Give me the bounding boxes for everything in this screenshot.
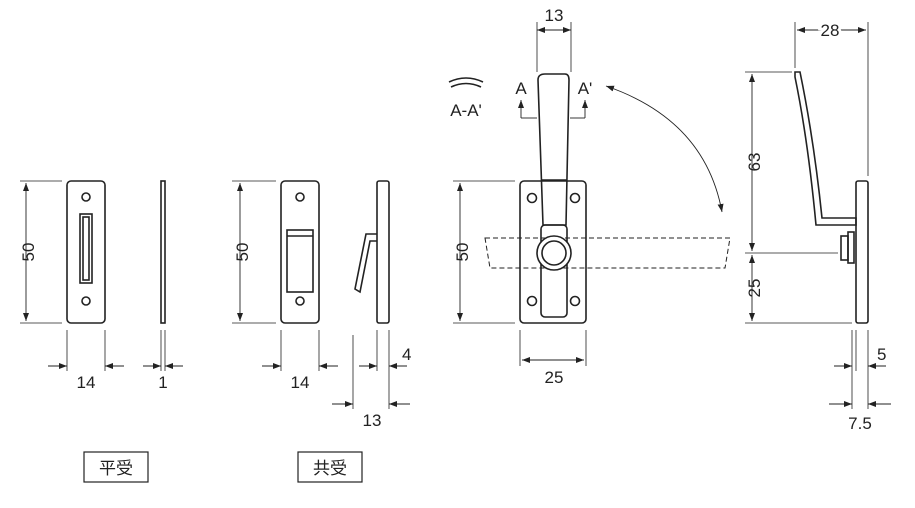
side-depth-value: 28: [821, 21, 840, 40]
screw-hole: [569, 295, 581, 307]
section-aa-profile: A-A': [448, 77, 484, 120]
lower-length-value: 25: [745, 279, 764, 298]
common-depth-value: 13: [363, 411, 382, 430]
base-width-value: 25: [545, 368, 564, 387]
common-receiver-front: [280, 180, 320, 324]
flat-width-value: 14: [77, 373, 96, 392]
latch-side-view: [794, 71, 869, 324]
flat-receiver-label: 平受: [99, 459, 133, 478]
base-height-dimension: 50: [453, 180, 515, 324]
common-offset-value: 4: [402, 345, 411, 364]
section-label: A-A': [450, 101, 482, 120]
section-markers: A A': [515, 79, 593, 119]
common-receiver-label-box: 共受: [297, 451, 363, 483]
lever-length-value: 63: [745, 153, 764, 172]
flat-receiver-front: [66, 180, 106, 324]
flat-thickness-value: 1: [158, 373, 167, 392]
lower-length-dimension: 25: [745, 255, 852, 324]
common-depth-dimension: 13: [332, 335, 410, 430]
screw-hole: [295, 192, 305, 202]
flat-height-dimension: 50: [19, 180, 62, 324]
side-total-dimension: 7.5: [829, 401, 891, 433]
common-height-value: 50: [233, 243, 252, 262]
screw-hole: [81, 296, 91, 306]
screw-hole: [295, 296, 305, 306]
screw-hole: [526, 295, 538, 307]
base-height-value: 50: [453, 243, 472, 262]
latch-base-plate: [519, 180, 587, 324]
side-total-value: 7.5: [848, 414, 872, 433]
common-width-value: 14: [291, 373, 310, 392]
flat-height-value: 50: [19, 243, 38, 262]
flat-receiver-label-box: 平受: [83, 451, 149, 483]
section-a-label: A: [515, 79, 527, 98]
screw-hole: [526, 192, 538, 204]
flat-width-dimension: 14: [48, 330, 124, 392]
base-width-dimension: 25: [519, 330, 587, 387]
flat-thickness-dimension: 1: [143, 330, 183, 392]
section-a-prime-label: A': [578, 79, 593, 98]
latch-lever-open-position: [484, 237, 731, 269]
side-thickness-value: 5: [877, 345, 886, 364]
common-receiver-side: [354, 180, 390, 324]
latch-hub: [536, 235, 572, 271]
handle-width-dimension: 13: [536, 6, 572, 72]
latch-handle: [537, 73, 570, 318]
flat-receiver-side: [160, 180, 166, 324]
common-offset-dimension: 4: [359, 330, 411, 409]
common-height-dimension: 50: [232, 180, 276, 324]
rotation-arc: [605, 85, 724, 213]
lever-length-dimension: 63: [745, 71, 838, 254]
screw-hole: [81, 192, 91, 202]
common-receiver-label: 共受: [313, 459, 347, 478]
screw-hole: [569, 192, 581, 204]
handle-width-value: 13: [545, 6, 564, 25]
side-depth-dimension: 28: [794, 18, 869, 176]
common-width-dimension: 14: [262, 330, 338, 392]
side-thickness-dimension: 5: [834, 330, 886, 409]
